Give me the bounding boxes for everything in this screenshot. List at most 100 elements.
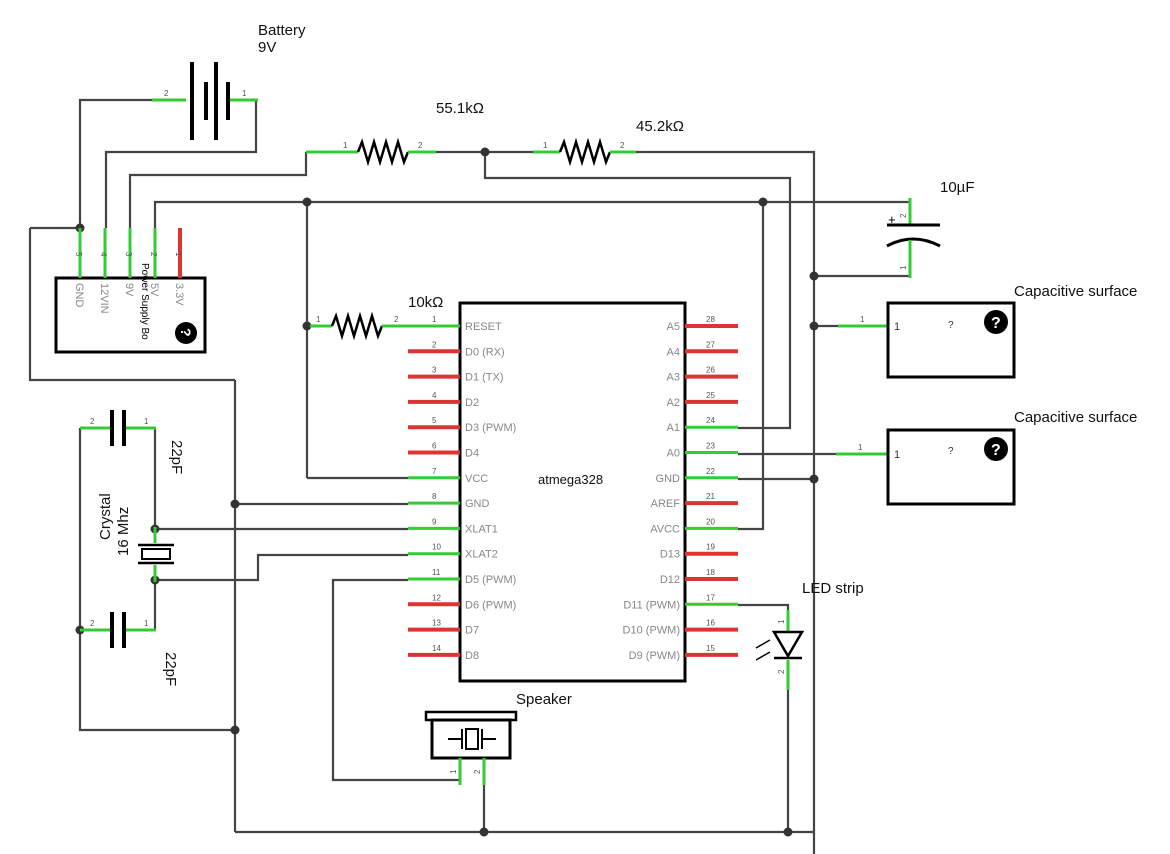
r2-value: 45.2kΩ xyxy=(636,118,684,135)
chip-pin-label: D2 xyxy=(465,397,479,409)
chip-pin-number: 15 xyxy=(706,644,715,653)
svg-text:?: ? xyxy=(991,442,1001,459)
chip-pin-label: GND xyxy=(656,473,681,485)
svg-text:1: 1 xyxy=(316,315,321,324)
chip-pin-label: D4 xyxy=(465,448,479,460)
cap-surface-2-label: Capacitive surface xyxy=(1014,409,1137,426)
power-pin-label: 9V xyxy=(123,283,135,297)
chip-pin-label: RESET xyxy=(465,321,502,333)
battery-component: 2 1 Battery 9V xyxy=(152,22,306,140)
chip-pin-label: A5 xyxy=(667,321,680,333)
cap-surface-1-label: Capacitive surface xyxy=(1014,283,1137,300)
chip-pin-label: A3 xyxy=(667,372,680,384)
svg-text:1: 1 xyxy=(449,769,458,774)
power-pin-number: 5 xyxy=(74,252,83,257)
svg-text:2: 2 xyxy=(899,213,908,218)
svg-text:2: 2 xyxy=(394,315,399,324)
chip-name: atmega328 xyxy=(538,472,603,487)
crystal-bottom-cap: 2 1 22pF xyxy=(80,612,179,686)
chip-pin-label: A4 xyxy=(667,346,680,358)
chip-pin-number: 12 xyxy=(432,593,441,602)
power-pin-number: 2 xyxy=(149,252,158,257)
chip-pin-number: 8 xyxy=(432,492,437,501)
question-icon xyxy=(984,437,1008,461)
svg-text:?: ? xyxy=(948,446,954,457)
chip-pin-number: 2 xyxy=(432,340,437,349)
capacitive-surface-2: 1 1 ? ? Capacitive surface xyxy=(836,409,1137,506)
crystal-label: Crystal xyxy=(97,493,114,540)
svg-text:1: 1 xyxy=(343,141,348,150)
chip-pin-label: D10 (PWM) xyxy=(623,625,680,637)
svg-text:2: 2 xyxy=(620,141,625,150)
svg-text:1: 1 xyxy=(858,443,863,452)
crystal-top-cap: 2 1 22pF xyxy=(80,410,185,474)
chip-pin-number: 6 xyxy=(432,442,437,451)
svg-text:?: ? xyxy=(991,315,1001,332)
chip-pin-number: 17 xyxy=(706,593,715,602)
svg-text:1: 1 xyxy=(543,141,548,150)
chip-pin-label: D12 xyxy=(660,574,680,586)
chip-pin-label: D5 (PWM) xyxy=(465,574,516,586)
wires xyxy=(28,98,910,854)
chip-pin-label: VCC xyxy=(465,473,488,485)
svg-text:1: 1 xyxy=(894,321,900,333)
power-pin-label: GND xyxy=(73,283,85,308)
speaker-component: 1 2 Speaker xyxy=(424,691,572,785)
chip-pin-number: 26 xyxy=(706,366,715,375)
chip-pin-number: 24 xyxy=(706,416,715,425)
crystal-component: Crystal 16 Mhz xyxy=(97,493,174,582)
chip-pin-number: 18 xyxy=(706,568,715,577)
chip-pin-label: AVCC xyxy=(650,523,680,535)
svg-text:1: 1 xyxy=(777,619,786,624)
unknown-part-icon xyxy=(175,322,197,344)
resistor-r1: 1 2 55.1kΩ xyxy=(306,100,484,167)
svg-text:?: ? xyxy=(178,328,194,337)
chip-pin-label: A2 xyxy=(667,397,680,409)
svg-text:2: 2 xyxy=(164,89,169,98)
led-label: LED strip xyxy=(802,580,864,597)
power-board-label: Power Supply Bo xyxy=(139,263,150,340)
svg-text:?: ? xyxy=(948,320,954,331)
svg-text:2: 2 xyxy=(90,417,95,426)
chip-pin-number: 28 xyxy=(706,315,715,324)
chip-pin-number: 27 xyxy=(706,340,715,349)
svg-text:+: + xyxy=(888,212,896,227)
chip-pin-number: 3 xyxy=(432,366,437,375)
chip-pin-label: D1 (TX) xyxy=(465,372,504,384)
chip-pin-number: 7 xyxy=(432,467,437,476)
resistor-r2: 1 2 45.2kΩ xyxy=(533,118,684,167)
chip-pin-label: GND xyxy=(465,498,490,510)
chip-pin-number: 10 xyxy=(432,543,441,552)
svg-text:2: 2 xyxy=(418,141,423,150)
chip-pin-number: 4 xyxy=(432,391,437,400)
chip-pin-number: 11 xyxy=(432,568,441,577)
chip-pin-number: 5 xyxy=(432,416,437,425)
svg-text:1: 1 xyxy=(144,417,149,426)
chip-pin-label: D11 (PWM) xyxy=(623,599,680,611)
svg-text:1: 1 xyxy=(144,619,149,628)
resistor-r3: 1 2 10kΩ xyxy=(310,294,443,341)
power-pin-number: 1 xyxy=(174,252,183,257)
power-pin-label: 3.3V xyxy=(173,283,185,306)
chip-pin-number: 21 xyxy=(706,492,715,501)
power-pin-label: 5V xyxy=(148,283,160,297)
chip-pin-label: XLAT2 xyxy=(465,549,498,561)
svg-text:2: 2 xyxy=(777,669,786,674)
led-strip-component: 1 2 LED strip xyxy=(755,580,864,690)
c-top-value: 22pF xyxy=(168,440,185,474)
power-pin-label: 12VIN xyxy=(98,283,110,314)
chip-pin-number: 13 xyxy=(432,619,441,628)
chip-pin-label: AREF xyxy=(651,498,681,510)
capacitor-10uf: + 2 1 10µF xyxy=(886,179,975,278)
chip-pin-number: 19 xyxy=(706,543,715,552)
power-pin-number: 4 xyxy=(99,252,108,257)
chip-pin-number: 25 xyxy=(706,391,715,400)
power-pin-number: 3 xyxy=(124,252,133,257)
chip-pin-number: 14 xyxy=(432,644,441,653)
battery-voltage: 9V xyxy=(258,39,276,56)
chip-pin-label: D8 xyxy=(465,650,479,662)
svg-text:1: 1 xyxy=(242,89,247,98)
svg-text:2: 2 xyxy=(473,769,482,774)
